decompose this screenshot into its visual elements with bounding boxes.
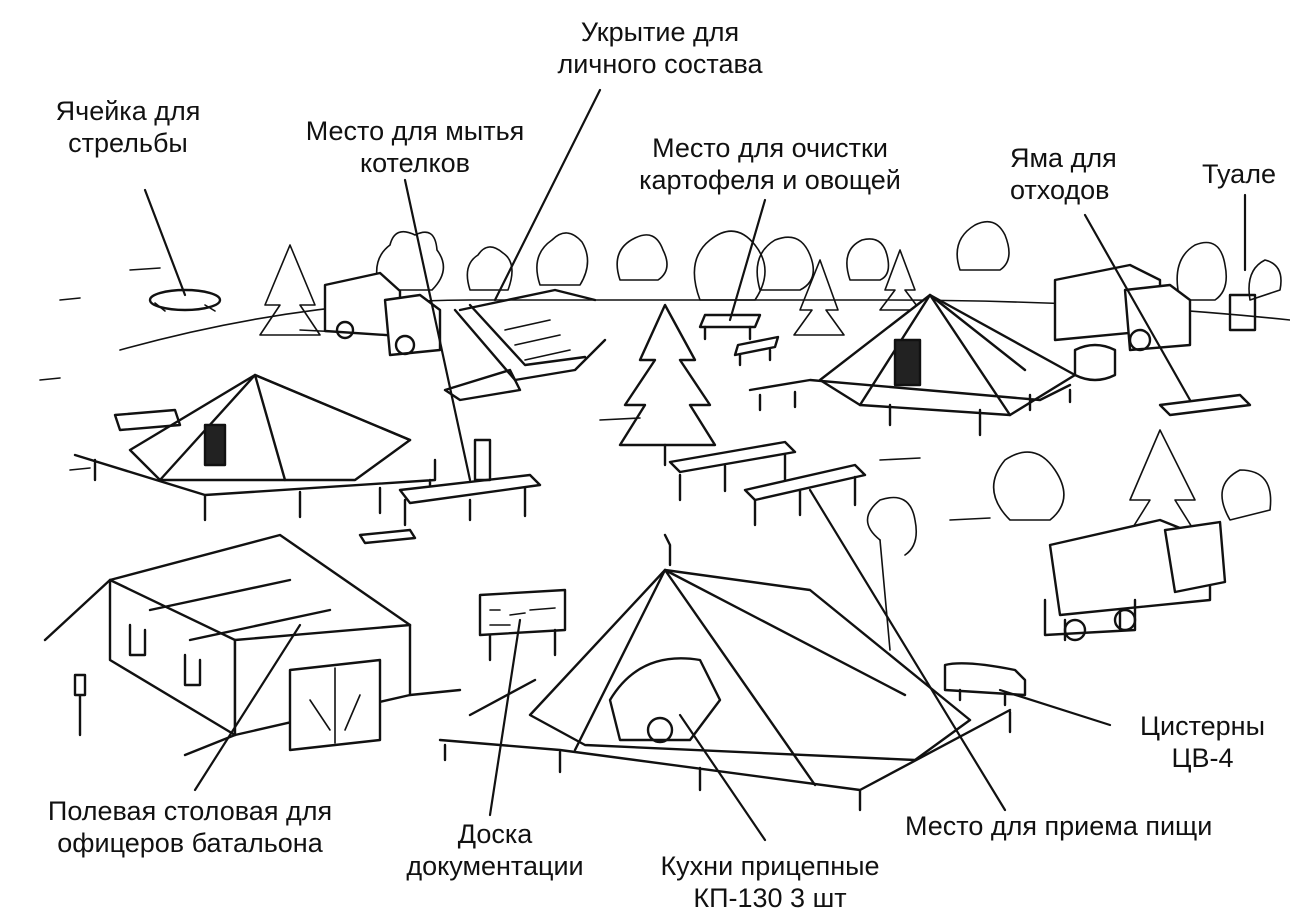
washing-trough [358,438,542,545]
tent-right-back [748,293,1077,437]
label-pot-washing: Место для мытья котелков [305,116,525,178]
fir-tree [618,303,717,467]
label-eating-place: Место для приема пищи [905,811,1213,841]
background-trees [259,220,1282,336]
label-tanks: Цистерны ЦВ-4 [1140,711,1265,773]
leader-doc-board [488,618,522,817]
label-kitchens: Кухни прицепные КП-130 3 шт [660,851,880,913]
peeling-tables [698,313,780,367]
eating-tables [668,440,867,527]
kitchens-tent [438,533,1012,812]
truck-top-left [323,271,442,357]
label-officers-canteen: Полевая столовая для офицеров батальона [47,796,333,858]
leader-tanks [998,688,1112,727]
leader-waste-pit [1083,213,1192,402]
label-firing-cell: Ячейка для стрельбы [55,96,201,158]
label-shelter: Укрытие для личного состава [557,17,763,79]
officers-canteen-tent [43,533,462,757]
tent-left-middle [73,373,437,522]
leader-lines [143,88,1247,842]
leader-firing-cell [143,188,187,297]
leader-peeling [728,198,767,322]
firing-cell [148,288,222,312]
label-peeling-place: Место для очистки картофеля и овощей [639,133,901,195]
label-waste-pit: Яма для отходов [1010,143,1117,205]
water-tanks [943,662,1027,707]
leader-canteen [193,623,302,792]
label-toilet: Туале [1202,159,1276,189]
leader-eating [808,488,1007,812]
shelter-trench [443,288,607,402]
leader-shelter [493,88,602,302]
leader-kitchens [678,713,767,842]
documentation-board [478,588,567,662]
label-doc-board: Доска документации [406,819,584,881]
truck-top-right [1053,263,1257,417]
truck-right [1043,518,1227,642]
leader-pot-washing [403,178,472,482]
